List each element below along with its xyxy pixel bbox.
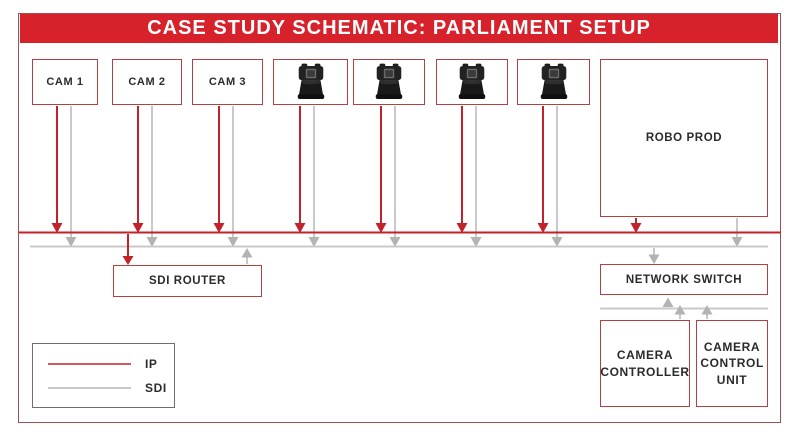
page-title: CASE STUDY SCHEMATIC: PARLIAMENT SETUP [147, 17, 651, 39]
legend-item-ip: IP [33, 352, 174, 376]
node-cam-1-label: CAM 1 [46, 76, 84, 88]
ptz-camera-icon [458, 63, 486, 99]
node-cam-3-label: CAM 3 [208, 76, 247, 88]
legend: IP SDI [32, 343, 175, 408]
ptz-camera-icon [540, 63, 567, 99]
node-sdi-router: SDI ROUTER [113, 265, 262, 297]
node-ptz-camera-4 [517, 59, 590, 105]
node-sdi-router-label: SDI ROUTER [149, 275, 226, 287]
node-cam-3: CAM 3 [192, 59, 263, 105]
sdi-line-swatch [48, 387, 131, 389]
node-ptz-camera-2 [353, 59, 425, 105]
node-camera-controller-label: CAMERA CONTROLLER [600, 348, 690, 379]
node-network-switch-label: NETWORK SWITCH [625, 273, 743, 286]
outer-frame [18, 13, 781, 423]
node-robo-prod-label: ROBO PROD [645, 132, 723, 144]
node-ptz-camera-3 [436, 59, 508, 105]
legend-item-sdi: SDI [33, 376, 174, 400]
node-camera-control-unit-label: CAMERA CONTROL UNIT [700, 340, 764, 387]
legend-ip-label: IP [145, 357, 158, 371]
node-network-switch: NETWORK SWITCH [600, 264, 768, 295]
title-banner: CASE STUDY SCHEMATIC: PARLIAMENT SETUP [20, 14, 778, 43]
node-ptz-camera-1 [273, 59, 348, 105]
legend-sdi-label: SDI [145, 381, 167, 395]
ptz-camera-icon [375, 63, 403, 99]
node-cam-2: CAM 2 [112, 59, 182, 105]
node-cam-1: CAM 1 [32, 59, 98, 105]
node-robo-prod: ROBO PROD [600, 59, 768, 217]
node-camera-control-unit: CAMERA CONTROL UNIT [696, 320, 768, 407]
node-camera-controller: CAMERA CONTROLLER [600, 320, 690, 407]
ptz-camera-icon [297, 63, 324, 99]
ip-line-swatch [48, 363, 131, 365]
node-cam-2-label: CAM 2 [128, 76, 166, 88]
